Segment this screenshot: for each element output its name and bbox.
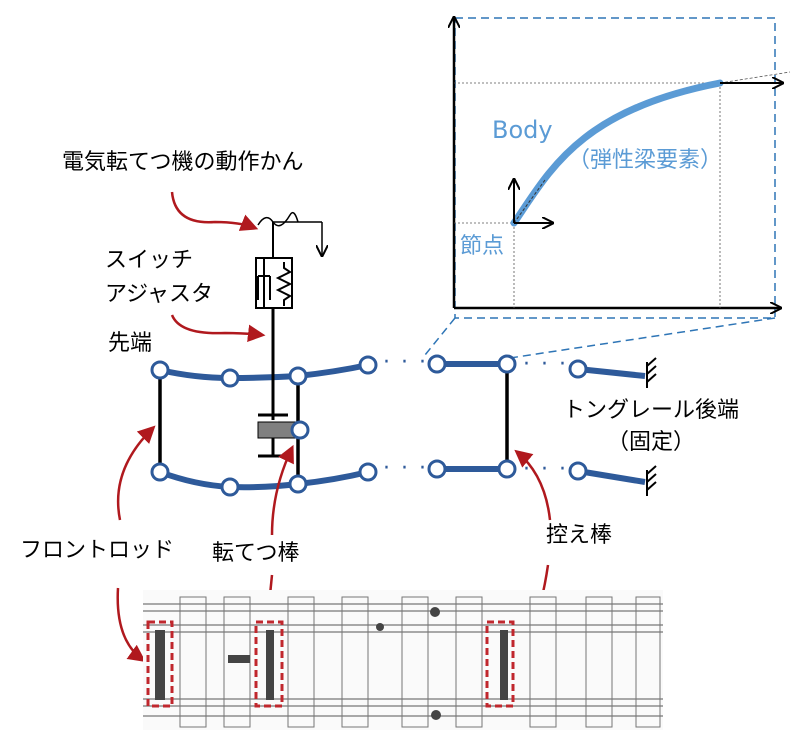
body-label: Body (492, 116, 553, 144)
fixed-label: （固定） (607, 430, 696, 455)
stay-rod-label: 控え棒 (546, 523, 613, 548)
fixed-support-top (646, 357, 657, 388)
front-rod-label: フロントロッド (20, 538, 175, 563)
switch-adjuster-label-2: アジャスタ (105, 282, 214, 307)
ellipsis-bottom-right: · · · (523, 457, 568, 482)
model-nodes (150, 354, 588, 497)
ellipsis-top-right: · · · (523, 352, 568, 377)
rail-model (150, 211, 657, 497)
top-rail (159, 362, 369, 382)
tip-label: 先端 (108, 331, 153, 356)
switch-rod-highlight (254, 620, 284, 708)
actuator-wave (257, 211, 299, 227)
ellipsis-top-left: · · · (383, 350, 428, 375)
actuator-label: 電気転てつ機の動作かん (62, 150, 304, 175)
bottom-rail (158, 469, 369, 491)
track-drawing (143, 590, 663, 730)
beam-element-curve (510, 79, 724, 227)
inset-frame (454, 17, 776, 319)
beam-element-label: （弾性梁要素） (568, 148, 723, 173)
tongue-rail-end-label: トングレール後端 (563, 398, 740, 423)
stay-rod-highlight (485, 620, 515, 708)
leader-arrows (116, 191, 552, 664)
switch-adjuster-label-1: スイッチ (105, 248, 194, 273)
switch-rod-label: 転てつ棒 (212, 541, 300, 566)
projection-line-left (424, 317, 456, 356)
inset-graph (454, 17, 791, 319)
projection-line-right (509, 317, 776, 359)
front-rod-highlight (146, 620, 174, 708)
node-label: 節点 (460, 234, 505, 259)
fixed-support-bottom (646, 465, 657, 496)
ellipsis-bottom-left: · · · (383, 456, 428, 481)
